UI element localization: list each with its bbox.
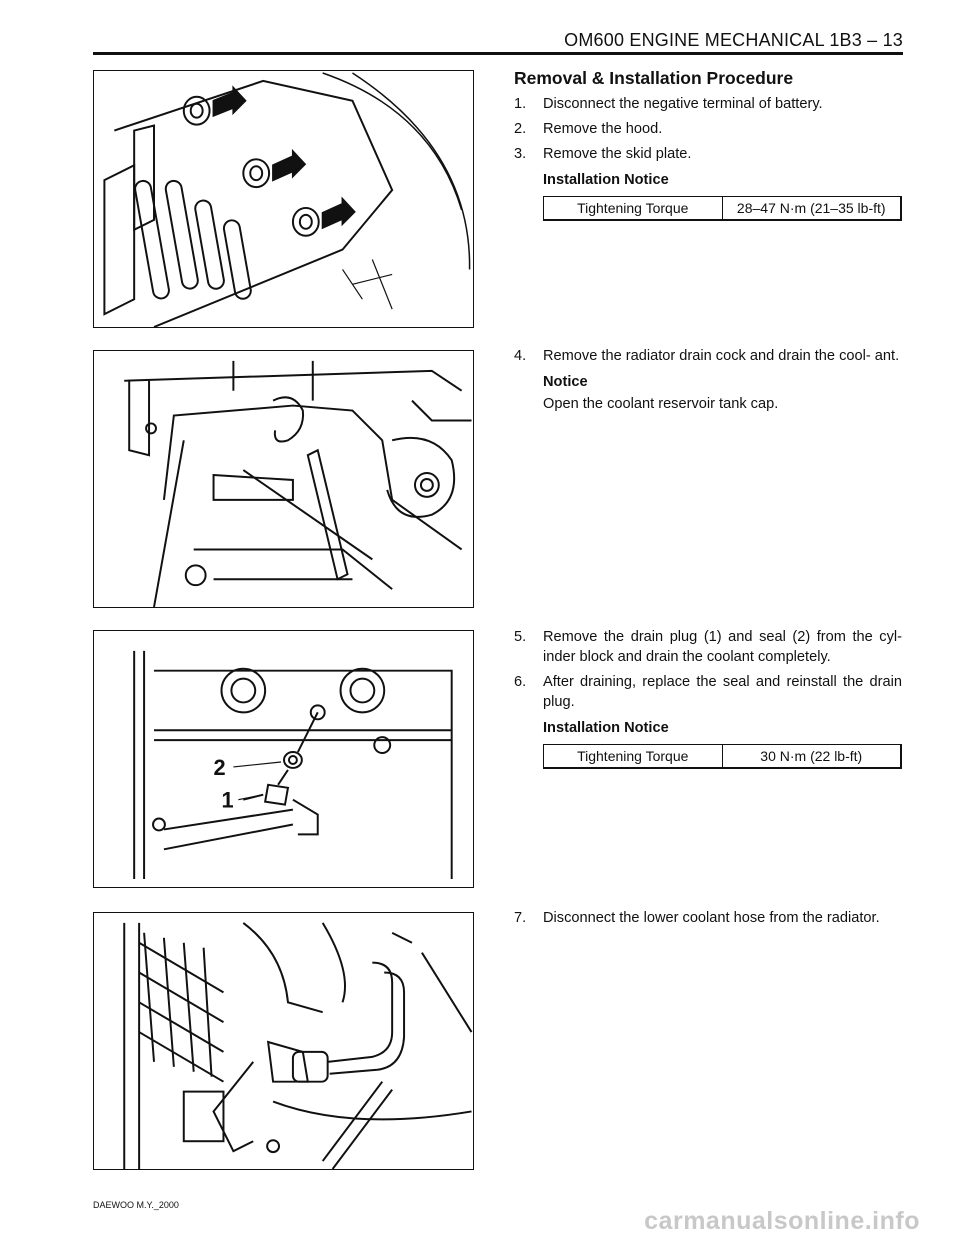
- torque-value: 30 N·m (22 lb-ft): [760, 748, 863, 764]
- installation-notice-1: Installation Notice Tightening Torque 28…: [514, 170, 902, 221]
- callout-2: 2: [214, 755, 226, 780]
- text-block-4: 7.Disconnect the lower coolant hose from…: [514, 908, 902, 933]
- notice-title: Installation Notice: [543, 172, 669, 188]
- figure-lower-coolant-hose: [93, 912, 474, 1170]
- figure-drain-plug: 2 1: [93, 630, 474, 888]
- notice-title: Installation Notice: [543, 720, 669, 736]
- text-block-2: 4.Remove the radiator drain cock and dra…: [514, 346, 902, 414]
- notice-text: Open the coolant reservoir tank cap.: [543, 396, 779, 412]
- notice-title: Notice: [543, 374, 588, 390]
- figure-skid-plate: [93, 70, 474, 328]
- torque-table: Tightening Torque 28–47 N·m (21–35 lb-ft…: [543, 196, 902, 221]
- text-block-1: Removal & Installation Procedure 1.Disco…: [514, 68, 902, 221]
- step-7: 7.Disconnect the lower coolant hose from…: [514, 910, 880, 926]
- page-title: OM600 ENGINE MECHANICAL 1B3 – 13: [564, 30, 903, 50]
- page-footer: DAEWOO M.Y._2000: [93, 1200, 179, 1210]
- step-2: 2.Remove the hood.: [514, 121, 663, 137]
- callout-1: 1: [221, 788, 233, 813]
- step-5: 5.Remove the drain plug (1) and seal (2)…: [514, 629, 902, 665]
- torque-label: Tightening Torque: [544, 197, 723, 219]
- torque-table: Tightening Torque 30 N·m (22 lb-ft): [543, 744, 902, 769]
- watermark: carmanualsonline.info: [644, 1207, 920, 1235]
- step-4: 4.Remove the radiator drain cock and dra…: [514, 348, 900, 364]
- text-block-3: 5.Remove the drain plug (1) and seal (2)…: [514, 627, 902, 769]
- step-3: 3.Remove the skid plate.: [514, 146, 692, 162]
- notice-box: Notice Open the coolant reservoir tank c…: [514, 372, 902, 414]
- figure-radiator-drain-cock: [93, 350, 474, 608]
- section-title: Removal & Installation Procedure: [514, 68, 794, 88]
- torque-value: 28–47 N·m (21–35 lb-ft): [736, 200, 886, 216]
- page-header: OM600 ENGINE MECHANICAL 1B3 – 13: [93, 30, 903, 55]
- torque-label: Tightening Torque: [544, 745, 723, 767]
- step-6: 6.After draining, replace the seal and r…: [514, 674, 902, 710]
- step-1: 1.Disconnect the negative terminal of ba…: [514, 96, 823, 112]
- installation-notice-2: Installation Notice Tightening Torque 30…: [514, 718, 902, 769]
